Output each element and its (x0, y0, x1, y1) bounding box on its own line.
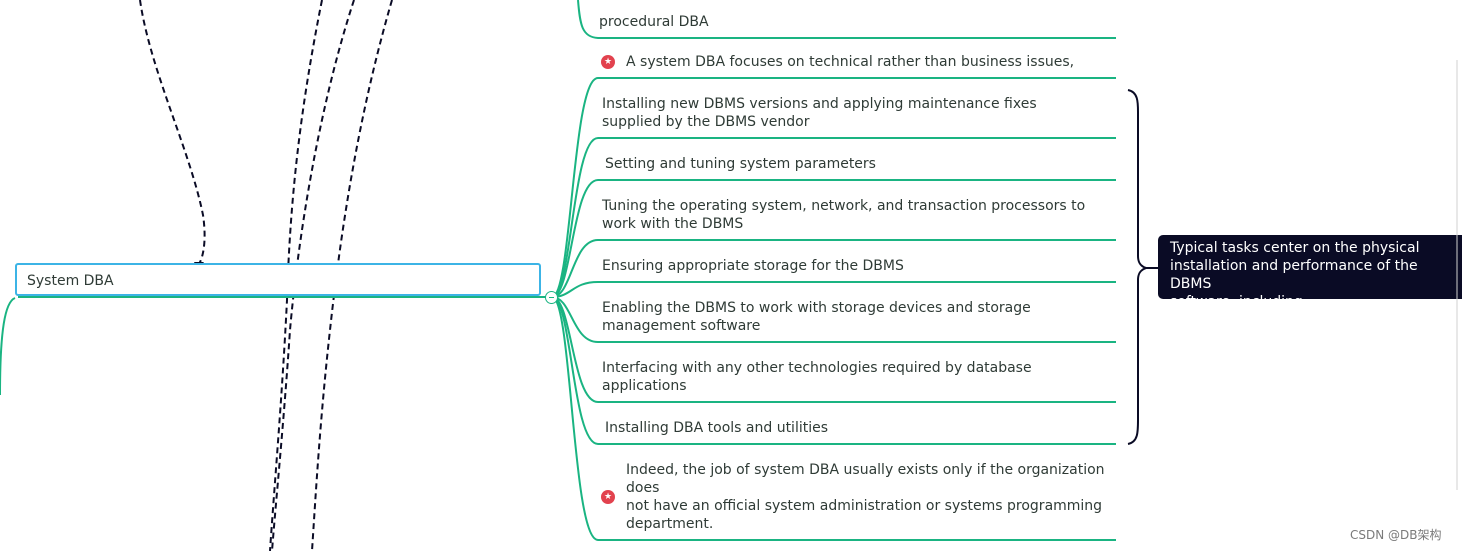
summary-topic[interactable]: Typical tasks center on the physical ins… (1158, 235, 1462, 310)
topic-appropriate-storage[interactable]: Ensuring appropriate storage for the DBM… (602, 258, 904, 274)
branch-connector (551, 296, 1116, 343)
topic-procedural-dba[interactable]: procedural DBA (599, 14, 709, 30)
topic-interfacing-technologies[interactable]: Interfacing with any other technologies … (602, 360, 1032, 394)
branch-connector (551, 77, 1116, 298)
topic-installing-dba-tools[interactable]: Installing DBA tools and utilities (605, 420, 829, 436)
summary-text: Typical tasks center on the physical ins… (1170, 240, 1420, 310)
branch-connector (551, 179, 1116, 298)
branch-connector (551, 296, 1116, 541)
branch-connector (551, 239, 1116, 298)
vertical-scrollbar[interactable] (1454, 60, 1462, 490)
topic-system-dba-focus[interactable]: A system DBA focuses on technical rather… (626, 54, 1075, 70)
star-icon (601, 490, 615, 504)
topic-tuning-system-parameters[interactable]: Setting and tuning system parameters (605, 156, 876, 172)
branch-connector (577, 0, 1116, 39)
parent-connector (0, 297, 16, 396)
central-topic[interactable]: System DBA (15, 263, 541, 296)
topic-storage-devices[interactable]: Enabling the DBMS to work with storage d… (602, 300, 1031, 334)
watermark: CSDN @DB架构 (1350, 528, 1442, 542)
topic-tuning-os-network[interactable]: Tuning the operating system, network, an… (602, 198, 1086, 232)
collapse-button[interactable] (545, 291, 558, 304)
branch-connector (551, 296, 1116, 445)
relationship-line[interactable] (139, 0, 206, 267)
topic-system-dba-job-note[interactable]: Indeed, the job of system DBA usually ex… (626, 462, 1105, 532)
summary-bracket (1127, 89, 1150, 445)
star-icon (601, 55, 615, 69)
relationship-line[interactable] (269, 0, 323, 551)
central-topic-label: System DBA (27, 273, 114, 289)
branch-connector (551, 281, 1116, 298)
topic-installing-dbms-versions[interactable]: Installing new DBMS versions and applyin… (602, 96, 1037, 130)
relationship-line[interactable] (311, 0, 393, 551)
relationship-line[interactable] (271, 0, 355, 551)
